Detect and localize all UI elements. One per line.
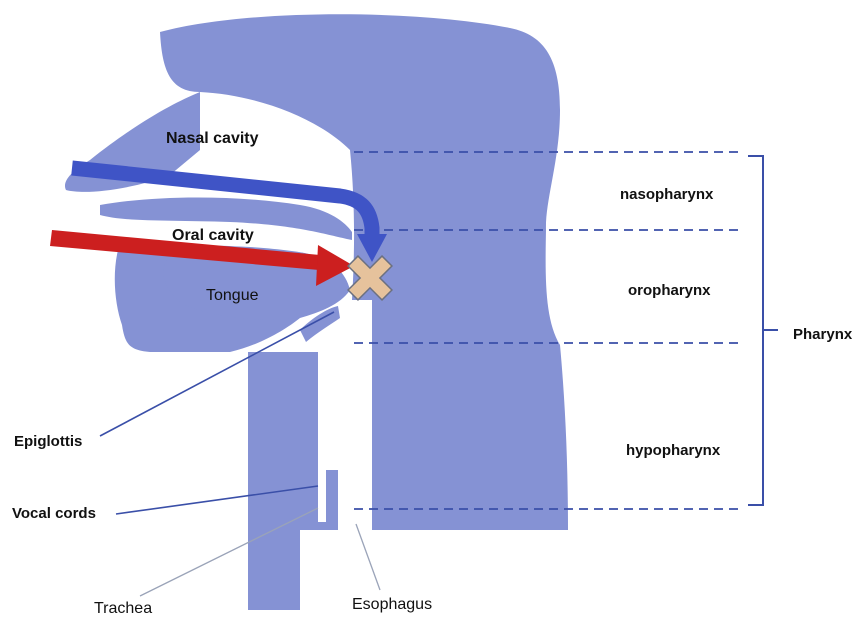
oral-cavity-label: Oral cavity <box>172 227 254 244</box>
pharynx-bracket <box>748 156 778 505</box>
esophagus-label: Esophagus <box>352 596 432 613</box>
nasopharynx-label: nasopharynx <box>620 186 714 203</box>
vocal-cords-gap <box>318 458 326 522</box>
hypopharynx-label: hypopharynx <box>626 442 721 459</box>
tongue-label: Tongue <box>206 287 259 304</box>
vocal-cords-label: Vocal cords <box>12 505 96 522</box>
epiglottis-label: Epiglottis <box>14 433 82 450</box>
oropharynx-label: oropharynx <box>628 282 711 299</box>
pharynx-label: Pharynx <box>793 326 853 343</box>
esophagus-leader <box>356 524 380 590</box>
head-neck-silhouette <box>65 14 568 610</box>
trachea-label: Trachea <box>94 600 152 617</box>
leader-lines <box>100 312 380 596</box>
nasal-cavity-label: Nasal cavity <box>166 130 259 147</box>
